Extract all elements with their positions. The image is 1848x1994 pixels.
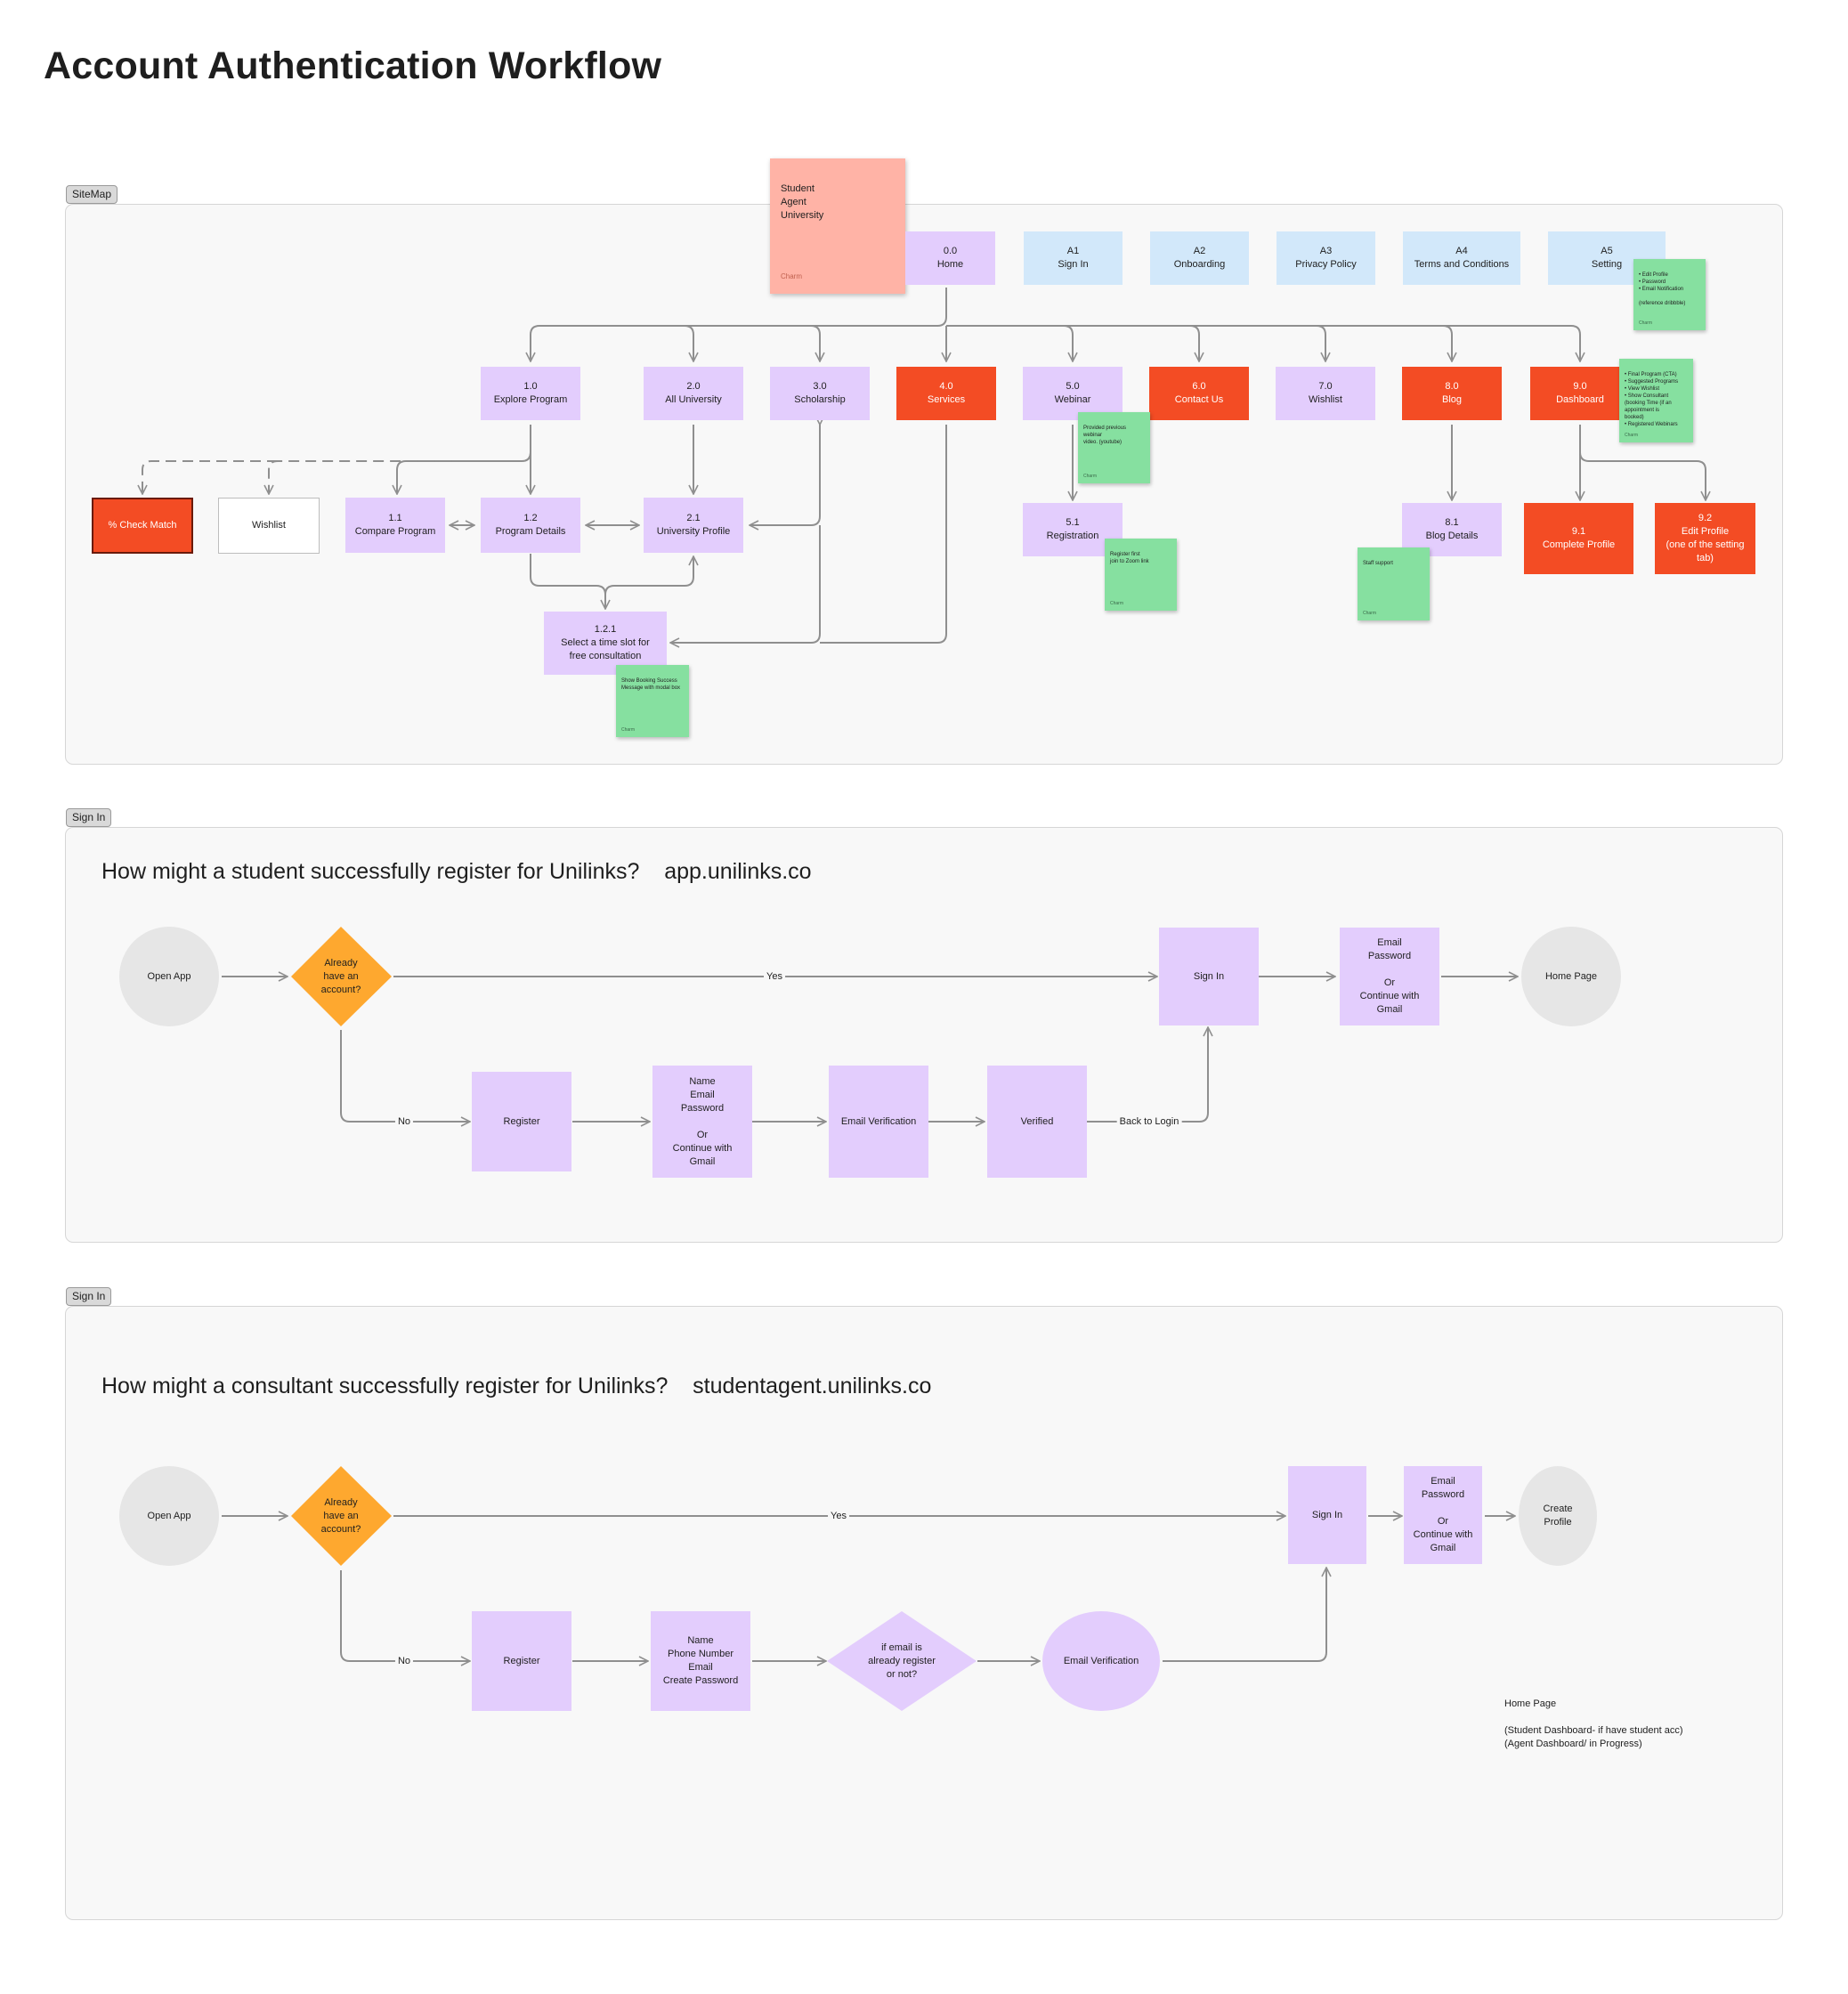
student-register[interactable]: Register [472, 1072, 571, 1171]
note-setting-text: • Edit Profile • Password • Email Notifi… [1639, 272, 1686, 306]
consultant-credentials[interactable]: Email Password Or Continue with Gmail [1404, 1466, 1482, 1564]
note-webinar-text: Provided previous webinar video. (youtub… [1083, 426, 1127, 445]
node-sign-in[interactable]: A1 Sign In [1024, 231, 1123, 285]
sitemap-section-tag[interactable]: SiteMap [66, 185, 118, 204]
node-edit-profile[interactable]: 9.2 Edit Profile (one of the setting tab… [1655, 503, 1755, 574]
consultant-yes-label: Yes [828, 1511, 849, 1521]
consultant-register[interactable]: Register [472, 1611, 571, 1711]
node-services[interactable]: 4.0 Services [896, 367, 996, 420]
note-registration-text: Register first join to Zoom link [1110, 552, 1149, 564]
node-scholarship[interactable]: 3.0 Scholarship [770, 367, 870, 420]
consultant-open-app[interactable]: Open App [119, 1466, 219, 1566]
note-author: Charm [1110, 601, 1124, 606]
node-home[interactable]: 0.0 Home [905, 231, 995, 285]
consultant-no-label: No [394, 1656, 414, 1666]
page-title: Account Authentication Workflow [44, 45, 662, 87]
note-dashboard-text: • Final Program (CTA) • Suggested Progra… [1625, 372, 1679, 427]
node-complete-profile[interactable]: 9.1 Complete Profile [1524, 503, 1633, 574]
consultant-create-profile[interactable]: Create Profile [1519, 1466, 1597, 1566]
note-author: Charm [1625, 433, 1639, 438]
student-flow-question: How might a student successfully registe… [101, 859, 812, 884]
note-author: Charm [621, 727, 636, 733]
sticky-note-student-agent-university[interactable]: Student Agent University Charm [770, 158, 905, 294]
node-program-details[interactable]: 1.2 Program Details [481, 498, 580, 553]
consultant-register-form[interactable]: Name Phone Number Email Create Password [651, 1611, 750, 1711]
note-webinar[interactable]: Provided previous webinar video. (youtub… [1078, 412, 1150, 483]
node-onboarding[interactable]: A2 Onboarding [1150, 231, 1249, 285]
sticky-note-author: Charm [781, 272, 803, 280]
note-author: Charm [1083, 474, 1098, 479]
note-registration[interactable]: Register first join to Zoom link Charm [1105, 539, 1177, 611]
node-blog-details[interactable]: 8.1 Blog Details [1402, 503, 1502, 556]
consultant-section-tag[interactable]: Sign In [66, 1287, 112, 1306]
consultant-sign-in[interactable]: Sign In [1288, 1466, 1366, 1564]
node-explore-program[interactable]: 1.0 Explore Program [481, 367, 580, 420]
sticky-note-text: Student Agent University [781, 183, 824, 221]
note-booking-success[interactable]: Show Booking Success Message with modal … [616, 665, 689, 737]
student-verified[interactable]: Verified [987, 1066, 1087, 1178]
student-yes-label: Yes [764, 971, 785, 982]
node-select-time-slot[interactable]: 1.2.1 Select a time slot for free consul… [544, 612, 667, 675]
sitemap-section [65, 204, 1783, 765]
student-email-verification[interactable]: Email Verification [829, 1066, 928, 1178]
node-compare-program[interactable]: 1.1 Compare Program [345, 498, 445, 553]
note-setting[interactable]: • Edit Profile • Password • Email Notifi… [1633, 259, 1706, 330]
note-author: Charm [1639, 320, 1653, 326]
node-university-profile[interactable]: 2.1 University Profile [644, 498, 743, 553]
node-privacy-policy[interactable]: A3 Privacy Policy [1277, 231, 1375, 285]
note-booking-text: Show Booking Success Message with modal … [621, 678, 681, 691]
consultant-decision[interactable]: Already have an account? [320, 1496, 361, 1535]
consultant-flow-question: How might a consultant successfully regi… [101, 1374, 932, 1398]
note-author: Charm [1363, 611, 1377, 616]
note-staff-support[interactable]: Staff support Charm [1358, 547, 1430, 620]
node-webinar[interactable]: 5.0 Webinar [1023, 367, 1123, 420]
node-terms-and-conditions[interactable]: A4 Terms and Conditions [1403, 231, 1520, 285]
student-sign-in[interactable]: Sign In [1159, 928, 1259, 1025]
student-register-form[interactable]: Name Email Password Or Continue with Gma… [652, 1066, 752, 1178]
node-wishlist[interactable]: Wishlist [218, 498, 320, 554]
note-dashboard[interactable]: • Final Program (CTA) • Suggested Progra… [1619, 359, 1693, 442]
node-blog[interactable]: 8.0 Blog [1402, 367, 1502, 420]
consultant-email-check[interactable]: if email is already register or not? [868, 1641, 936, 1680]
node-contact-us[interactable]: 6.0 Contact Us [1149, 367, 1249, 420]
consultant-email-verification[interactable]: Email Verification [1042, 1611, 1160, 1711]
consultant-home-page-note: Home Page (Student Dashboard- if have st… [1504, 1698, 1683, 1749]
student-flow-section [65, 827, 1783, 1243]
node-wishlist-top[interactable]: 7.0 Wishlist [1276, 367, 1375, 420]
node-check-match[interactable]: % Check Match [92, 498, 193, 554]
node-all-university[interactable]: 2.0 All University [644, 367, 743, 420]
node-setting[interactable]: A5 Setting [1548, 231, 1666, 285]
student-back-to-login-label: Back to Login [1116, 1116, 1182, 1127]
student-no-label: No [394, 1116, 414, 1127]
node-dashboard[interactable]: 9.0 Dashboard [1530, 367, 1630, 420]
student-decision[interactable]: Already have an account? [320, 957, 361, 995]
student-open-app[interactable]: Open App [119, 927, 219, 1026]
note-blog-text: Staff support [1363, 561, 1393, 566]
student-credentials[interactable]: Email Password Or Continue with Gmail [1340, 928, 1439, 1025]
student-section-tag[interactable]: Sign In [66, 808, 112, 827]
student-home-page[interactable]: Home Page [1521, 927, 1621, 1026]
